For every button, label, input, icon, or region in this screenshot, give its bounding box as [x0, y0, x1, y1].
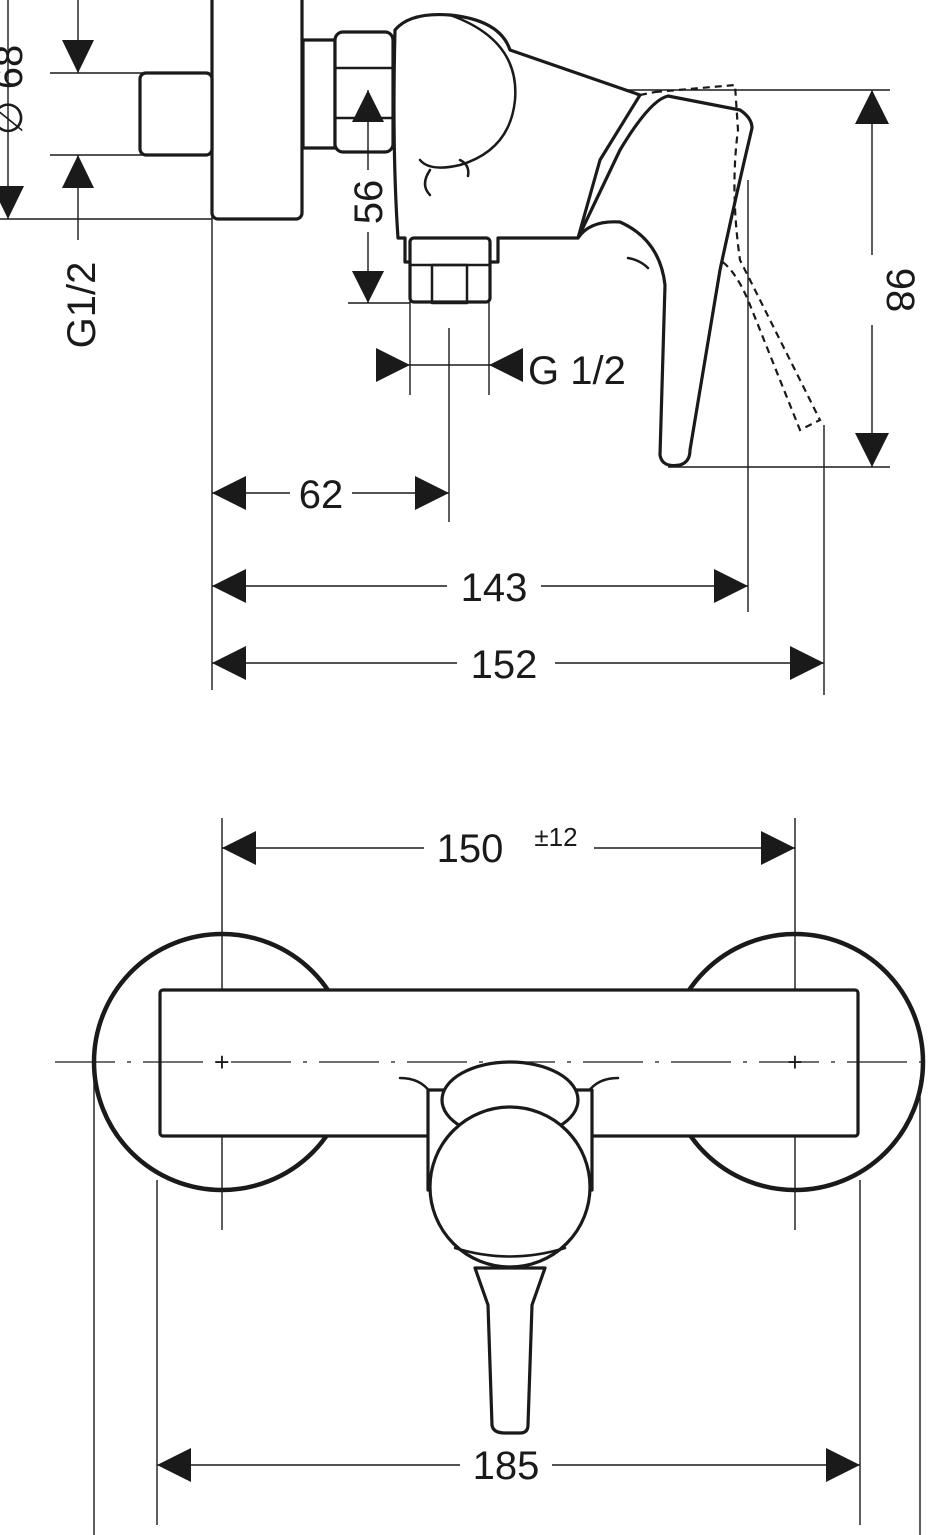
- arrow-62-right: [415, 476, 449, 510]
- arrow-98-bottom: [855, 433, 889, 467]
- lever-handle-alternate: [654, 83, 822, 432]
- label-bg-62: [290, 472, 352, 514]
- dim-label-spacing-tolerance: ±12: [534, 822, 577, 852]
- mixer-body-side: [392, 12, 642, 264]
- inlet-stub: [138, 71, 214, 157]
- arrow-185-right: [826, 1448, 860, 1482]
- front-view: + + 150 ±12 185 219: [55, 815, 935, 1535]
- dim-label-diameter: ∅ 68: [0, 45, 31, 135]
- dim-label-outlet-thread: G 1/2: [528, 349, 626, 393]
- label-bg-152: [457, 642, 555, 684]
- arrow-56-bottom: [352, 271, 384, 303]
- dome-detail: [423, 168, 432, 197]
- label-bg-56: [348, 170, 388, 232]
- arrow-150-left: [222, 831, 256, 865]
- dim-label-handle-reach: 143: [461, 566, 528, 610]
- lever-hub: [428, 1105, 592, 1269]
- lever-joint: [626, 256, 650, 270]
- arrow-150-right: [761, 831, 795, 865]
- dim-label-overall-width: 219: [473, 1533, 540, 1535]
- dim-label-body-width: 185: [473, 1444, 540, 1488]
- dim-label-total-depth: 152: [471, 643, 538, 687]
- cartridge-dome: [418, 13, 517, 169]
- dim-label-inlet-spacing: 150: [437, 827, 504, 871]
- arrow-outlet-thread-right: [489, 348, 523, 382]
- right-center-mark: +: [787, 1047, 802, 1077]
- arrow-62-left: [212, 476, 246, 510]
- dim-label-outlet-offset: 62: [299, 473, 344, 517]
- dome-notch: [458, 158, 470, 178]
- hub-lower-arc: [453, 1246, 567, 1258]
- connector-sleeve: [301, 38, 337, 150]
- arrow-98-top: [855, 90, 889, 124]
- arrow-diameter-bottom: [0, 186, 24, 219]
- arrow-g12-bottom: [62, 155, 94, 188]
- hex-nut: [333, 30, 395, 154]
- label-bg-150: [424, 815, 594, 865]
- lever-handle-side: [576, 94, 754, 468]
- lever-handle-front: [473, 1266, 547, 1435]
- label-bg-143: [447, 565, 541, 607]
- wall-rosette: [210, 0, 304, 221]
- arrow-outlet-thread-left: [376, 348, 410, 382]
- arrow-g12-top: [62, 40, 94, 73]
- label-bg-185: [460, 1443, 552, 1485]
- side-view: 56 98 G1/2 ∅ 68 G 1/2 62 143: [0, 0, 922, 695]
- arrow-56-top: [352, 90, 384, 122]
- label-bg-98: [852, 255, 894, 325]
- lever-alt-joint: [639, 90, 656, 97]
- arrow-152-right: [790, 646, 824, 680]
- outlet-nipple: [408, 236, 492, 304]
- dim-label-handle-height: 98: [878, 268, 922, 313]
- arrow-143-right: [714, 569, 748, 603]
- left-center-mark: +: [214, 1047, 229, 1077]
- arrow-185-left: [157, 1448, 191, 1482]
- arrow-143-left: [212, 569, 246, 603]
- dim-label-outlet-height: 56: [347, 180, 391, 225]
- arrow-152-left: [212, 646, 246, 680]
- dim-label-inlet-thread: G1/2: [60, 262, 104, 349]
